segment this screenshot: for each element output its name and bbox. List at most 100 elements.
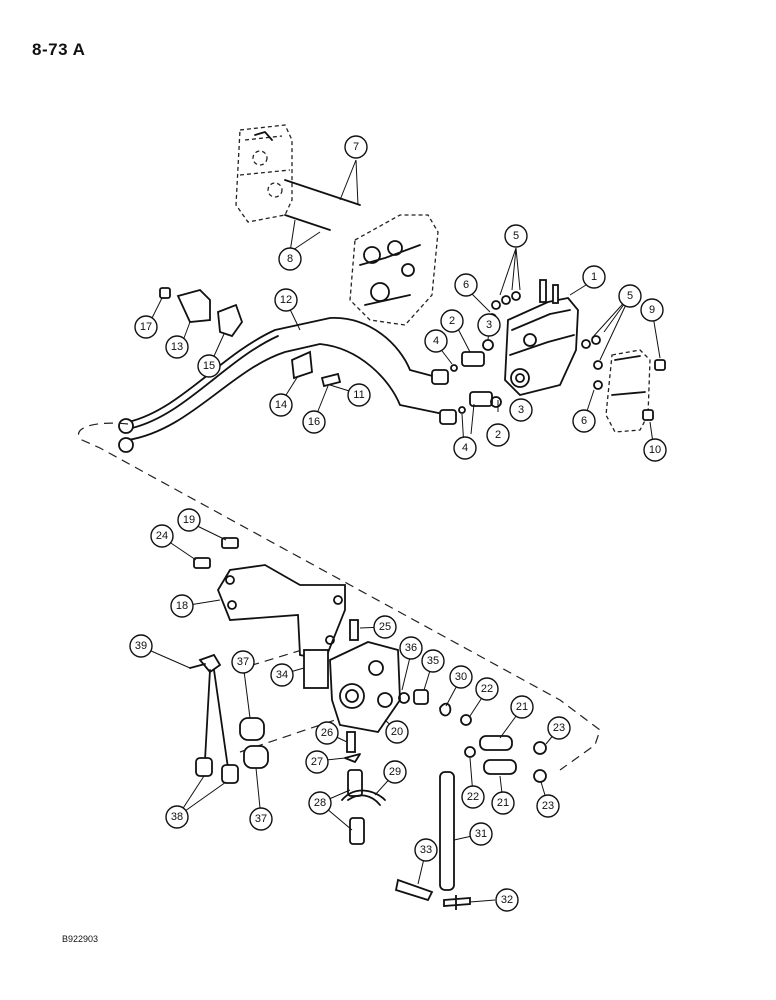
clip-30 [439, 702, 452, 717]
callout-label: 24 [156, 530, 168, 542]
gasket-34 [303, 649, 329, 689]
o-ring-5-a [491, 300, 501, 310]
callout-label: 3 [518, 404, 524, 416]
tube-clamp [291, 350, 313, 380]
callout-label: 8 [287, 253, 293, 265]
callout-label: 5 [513, 230, 519, 242]
clamp-29 [341, 789, 386, 806]
callout-32: 32 [495, 888, 519, 912]
callout-21: 21 [510, 695, 534, 719]
bolt-19 [221, 537, 239, 549]
callout-23: 23 [547, 716, 571, 740]
callout-38: 38 [165, 805, 189, 829]
callout-label: 5 [627, 290, 633, 302]
nut-9 [654, 359, 666, 371]
callout-15: 15 [197, 354, 221, 378]
callout-label: 29 [389, 766, 401, 778]
o-ring-5-d [581, 339, 591, 349]
callout-36: 36 [399, 636, 423, 660]
callout-9: 9 [640, 298, 664, 322]
nut-17 [159, 287, 171, 299]
callout-label: 11 [353, 389, 364, 401]
bolt-16 [320, 372, 342, 388]
callout-label: 14 [275, 399, 287, 411]
callout-label: 33 [420, 844, 432, 856]
callout-3: 3 [509, 398, 533, 422]
callout-label: 21 [497, 797, 509, 809]
callout-label: 7 [353, 141, 359, 153]
fitting-2-upper [461, 351, 485, 367]
callout-label: 37 [237, 656, 249, 668]
callout-34: 34 [270, 663, 294, 687]
callout-21: 21 [491, 791, 515, 815]
o-ring-5-b [501, 295, 511, 305]
callout-27: 27 [305, 750, 329, 774]
callout-2: 2 [486, 423, 510, 447]
callout-label: 23 [553, 722, 565, 734]
callout-12: 12 [274, 288, 298, 312]
callout-label: 6 [463, 279, 469, 291]
o-ring-5-e [591, 335, 601, 345]
callout-label: 9 [649, 304, 655, 316]
callout-24: 24 [150, 524, 174, 548]
o-ring-22-upper [460, 714, 472, 726]
callout-label: 23 [542, 800, 554, 812]
hose-31 [439, 771, 455, 891]
plug-35 [413, 689, 429, 705]
callout-30: 30 [449, 665, 473, 689]
callout-11: 11 [347, 383, 371, 407]
callout-label: 15 [203, 360, 215, 372]
callout-33: 33 [414, 838, 438, 862]
callout-label: 17 [140, 321, 152, 333]
boot-37-lower [243, 745, 269, 769]
callout-label: 27 [311, 756, 323, 768]
callout-16: 16 [302, 410, 326, 434]
o-ring-4-upper [450, 364, 458, 372]
callout-10: 10 [643, 438, 667, 462]
tie-rod-8 [284, 214, 331, 231]
callout-label: 36 [405, 642, 417, 654]
leader-lines [141, 159, 661, 903]
o-ring-5-c [511, 291, 521, 301]
callout-label: 22 [467, 791, 479, 803]
callout-label: 12 [280, 294, 292, 306]
callout-25: 25 [373, 615, 397, 639]
o-ring-4-lower [458, 406, 466, 414]
callout-label: 6 [581, 415, 587, 427]
figure-code: B922903 [62, 934, 99, 944]
elbow-fitting-21-upper [479, 735, 513, 751]
o-ring-3-upper [482, 339, 494, 351]
callout-label: 32 [501, 894, 513, 906]
callout-35: 35 [421, 649, 445, 673]
callout-label: 22 [481, 683, 493, 695]
callout-4: 4 [453, 436, 477, 460]
callout-37: 37 [231, 650, 255, 674]
callout-29: 29 [383, 760, 407, 784]
callout-label: 18 [176, 600, 188, 612]
callout-23: 23 [536, 794, 560, 818]
spacer-clamp [217, 303, 244, 338]
bolt-25 [349, 619, 359, 641]
callout-label: 25 [379, 621, 391, 633]
callout-6: 6 [572, 409, 596, 433]
callout-6: 6 [454, 273, 478, 297]
elbow-fitting-21-lower [483, 759, 517, 775]
callout-label: 4 [462, 442, 468, 454]
o-ring-36 [398, 692, 410, 704]
callout-14: 14 [269, 393, 293, 417]
tee-fitting-32 [443, 895, 471, 910]
callout-20: 20 [385, 720, 409, 744]
fitting-2-lower [469, 391, 493, 407]
callout-label: 2 [449, 315, 455, 327]
o-ring-6-c [593, 380, 603, 390]
callout-label: 4 [433, 335, 439, 347]
callout-label: 1 [591, 271, 597, 283]
control-valve [504, 279, 579, 396]
callout-label: 16 [308, 416, 320, 428]
ghost-valve-upper-left [235, 124, 293, 223]
callout-37: 37 [249, 807, 273, 831]
lower-valve-body [329, 619, 401, 733]
callout-label: 38 [171, 811, 183, 823]
page-number: 8-73 A [32, 40, 86, 59]
hydraulic-tubes [118, 317, 457, 453]
